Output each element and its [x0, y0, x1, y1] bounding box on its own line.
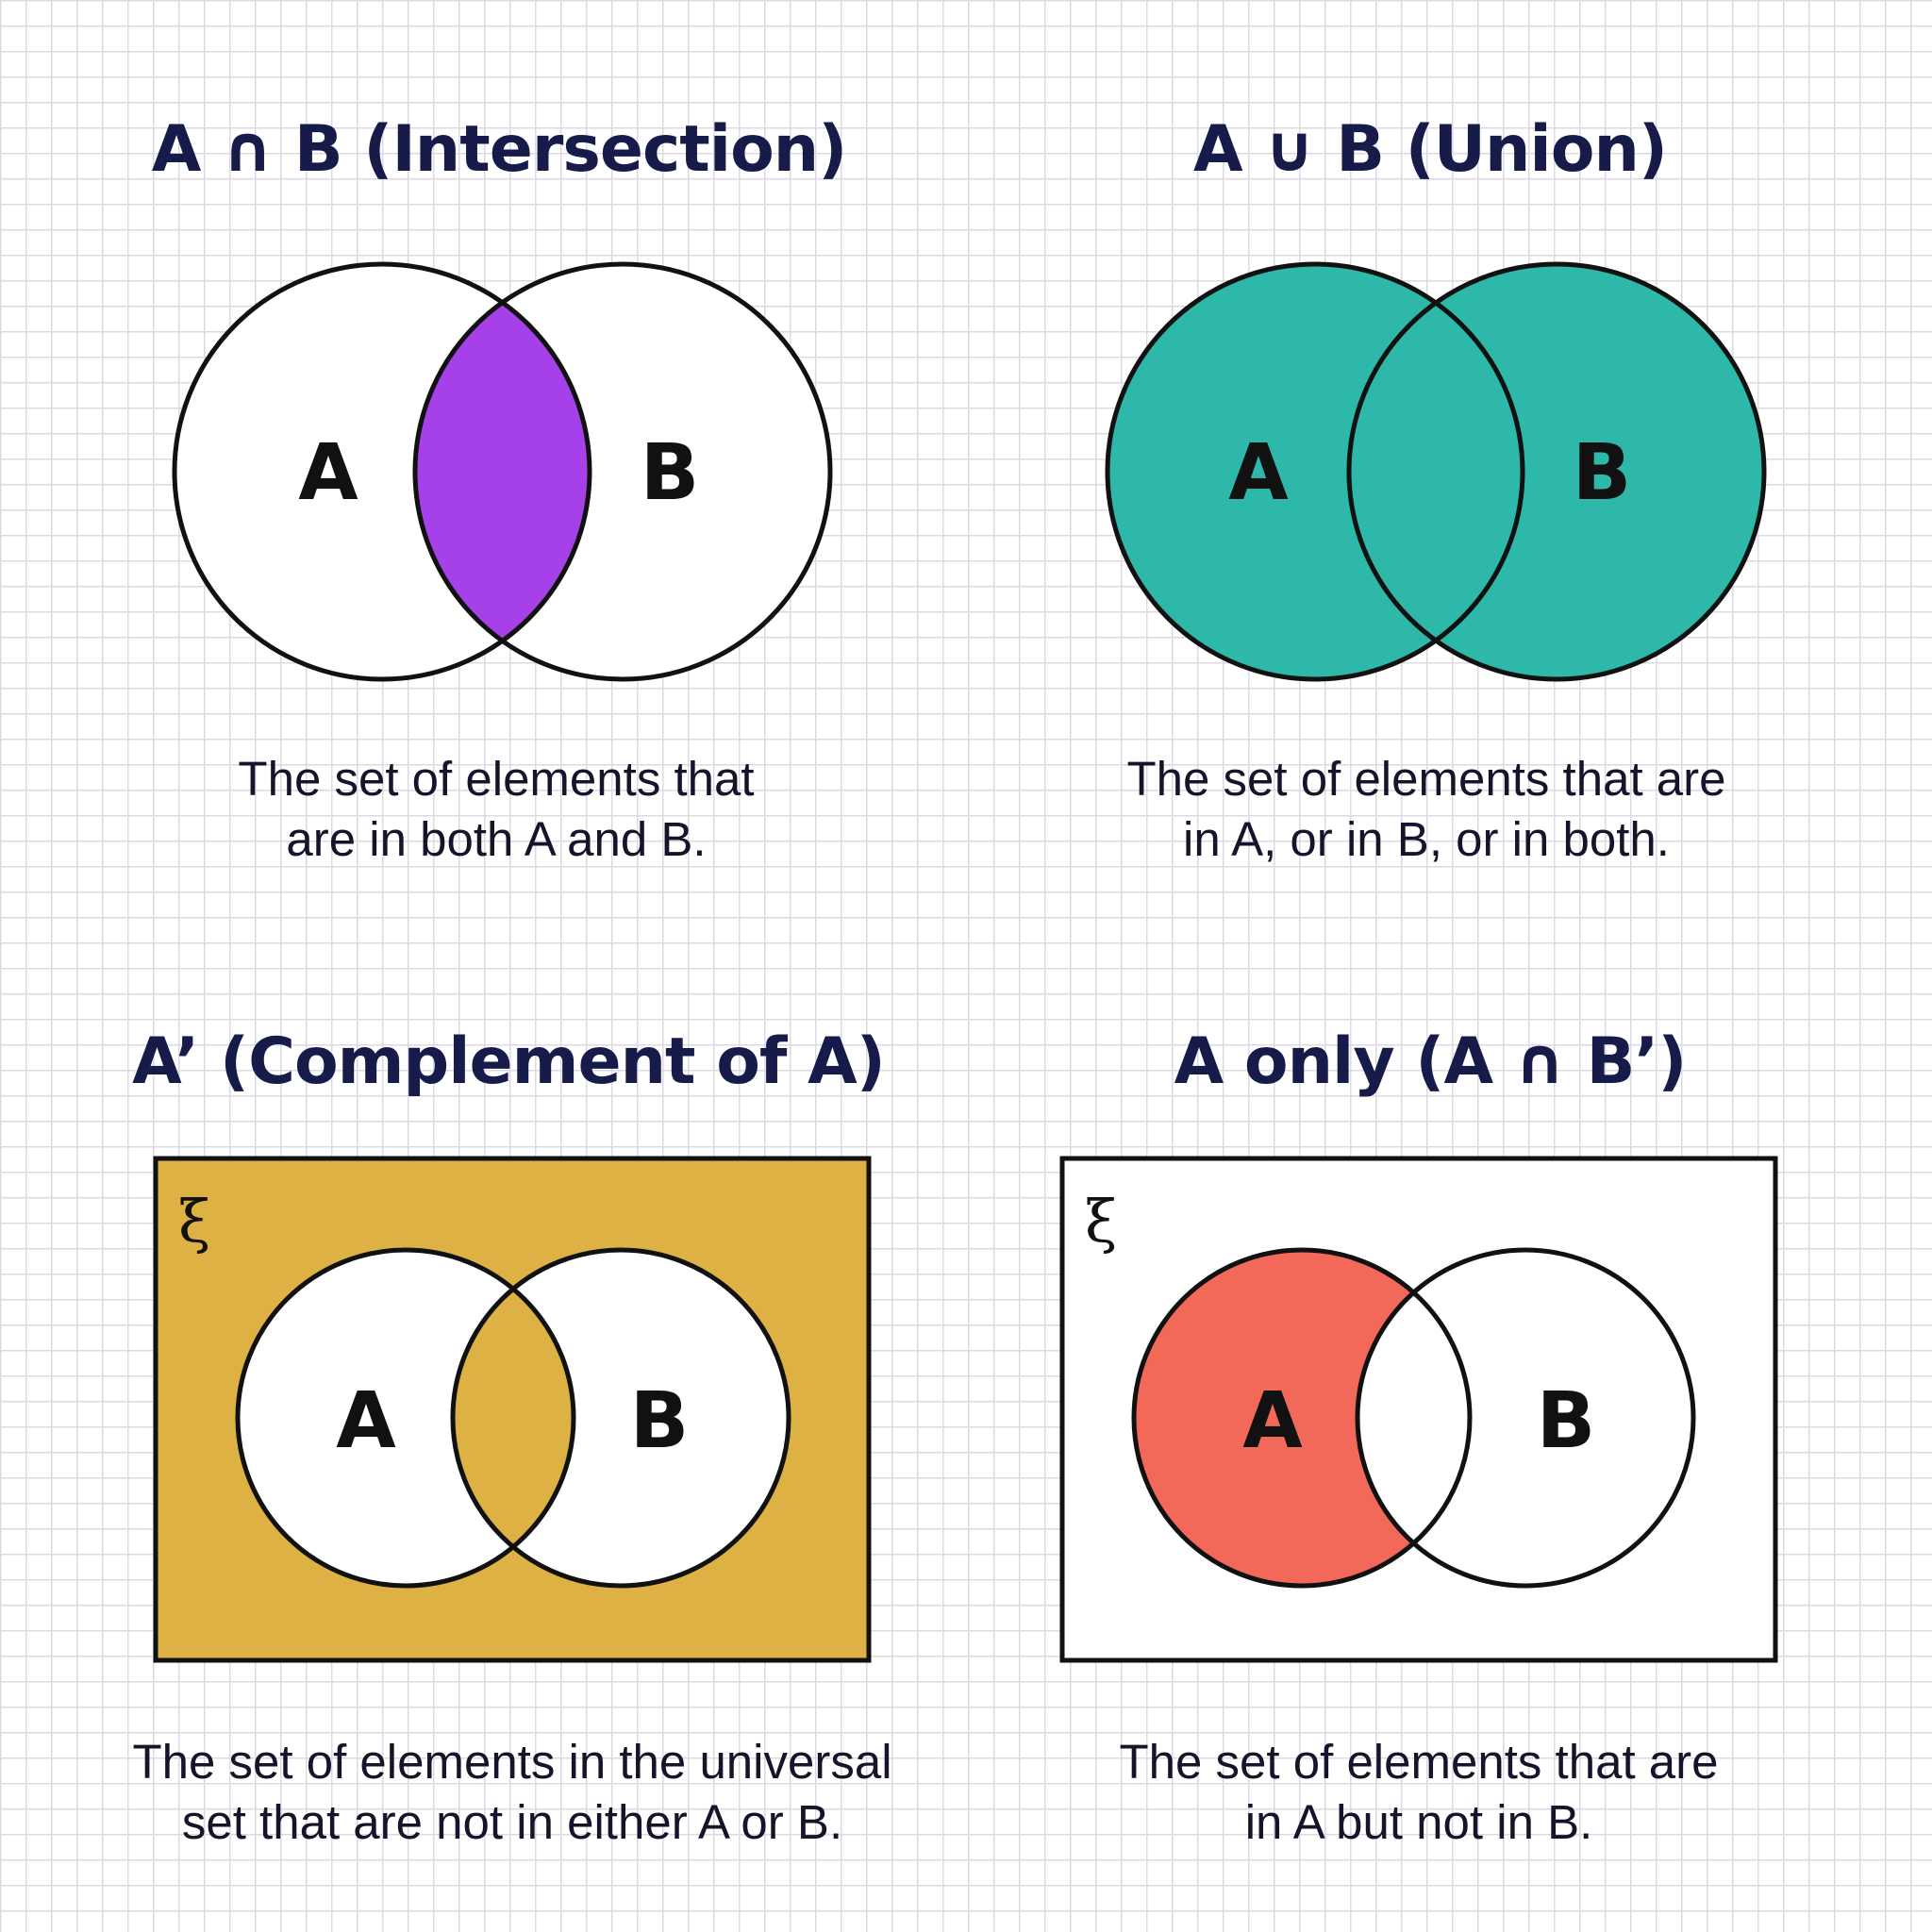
- overlap-region: [1357, 1250, 1470, 1586]
- a-only-title: A only (A ∩ B’): [1174, 1024, 1688, 1099]
- set-b-label: B: [1573, 428, 1632, 518]
- intersection-venn-diagram: A B: [172, 261, 833, 682]
- description-line: in A but not in B.: [1244, 1795, 1593, 1849]
- intersection-title: A ∩ B (Intersection): [151, 112, 848, 187]
- description-line: The set of elements that are: [1126, 752, 1726, 806]
- set-b-outline: [450, 1247, 791, 1589]
- set-a-label: A: [1242, 1376, 1303, 1466]
- set-a-label: A: [298, 428, 358, 518]
- set-b-outline: [1355, 1247, 1696, 1589]
- universal-set-symbol: ξ: [178, 1187, 210, 1256]
- description-line: set that are not in either A or B.: [181, 1795, 843, 1849]
- union-description: The set of elements that are in A, or in…: [955, 749, 1898, 870]
- description-line: are in both A and B.: [286, 812, 707, 866]
- set-b-label: B: [641, 428, 700, 518]
- intersection-description: The set of elements that are in both A a…: [25, 749, 968, 870]
- overlap-region: [452, 1289, 575, 1547]
- set-b-label: B: [1537, 1376, 1596, 1466]
- complement-venn-diagram: ξ A B: [153, 1156, 872, 1663]
- complement-description: The set of elements in the universal set…: [41, 1732, 984, 1853]
- complement-title: A’ (Complement of A): [132, 1024, 886, 1099]
- set-b-outline: [412, 261, 833, 682]
- universal-set-symbol: ξ: [1085, 1187, 1117, 1256]
- set-a-outline: [1105, 261, 1525, 682]
- description-line: in A, or in B, or in both.: [1183, 812, 1670, 866]
- union-title: A ∪ B (Union): [1193, 112, 1668, 187]
- set-b-label: B: [630, 1376, 690, 1466]
- a-only-venn-diagram: ξ A B: [1059, 1156, 1778, 1663]
- a-only-description: The set of elements that are in A but no…: [947, 1732, 1890, 1853]
- set-b-outline: [1346, 261, 1767, 682]
- set-a-label: A: [336, 1376, 396, 1466]
- set-a-outline: [1131, 1247, 1473, 1589]
- set-a-label: A: [1228, 428, 1289, 518]
- intersection-region: [415, 264, 590, 679]
- set-b-circle: [1349, 264, 1764, 679]
- description-line: The set of elements that: [238, 752, 755, 806]
- description-line: The set of elements that are: [1119, 1735, 1719, 1789]
- union-venn-diagram: A B: [1105, 261, 1767, 682]
- description-line: The set of elements in the universal: [132, 1735, 892, 1789]
- set-a-outline: [172, 261, 592, 682]
- set-a-outline: [235, 1247, 576, 1589]
